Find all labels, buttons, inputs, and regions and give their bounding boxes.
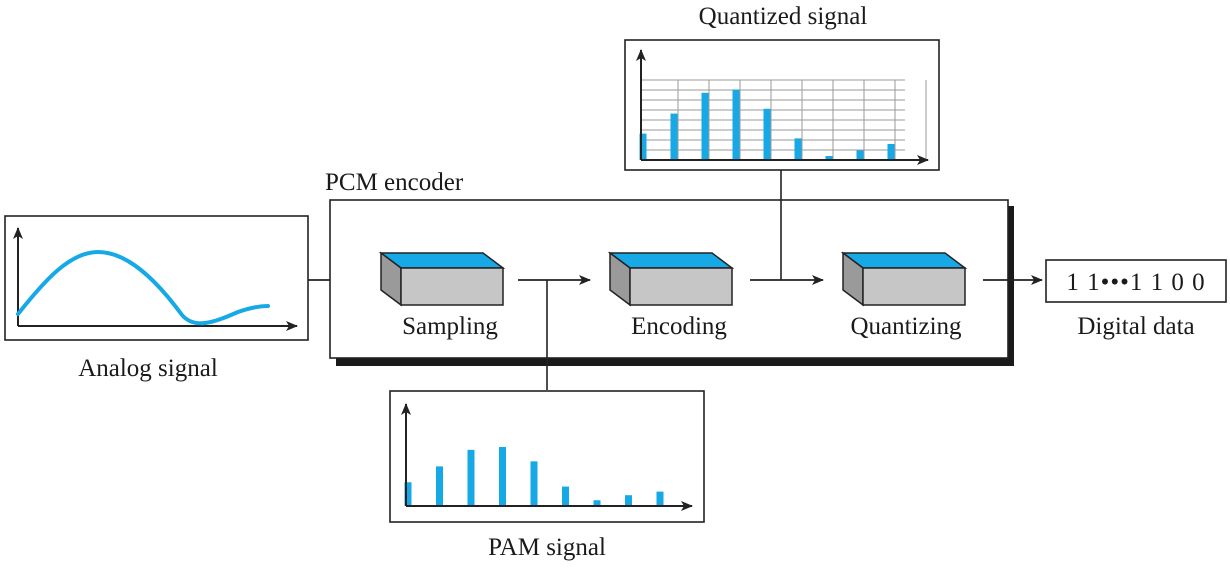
analog-waveform [16, 249, 270, 326]
quantized-bar-3 [701, 92, 709, 160]
encoding-label: Encoding [631, 313, 727, 340]
pam-signal-panel [389, 390, 705, 523]
pcm-encoder-title: PCM encoder [325, 169, 464, 196]
quantized-bar-2 [670, 113, 678, 160]
pam-bar-4 [499, 446, 506, 506]
analog-signal-caption: Analog signal [78, 355, 218, 382]
encoding-block [607, 251, 735, 307]
pam-bar-1 [404, 482, 412, 506]
quantized-bar-6 [794, 138, 802, 160]
quantized-bar-1 [639, 133, 647, 160]
quantized-bar-7 [825, 156, 833, 160]
pam-bar-7 [593, 500, 601, 506]
pam-bar-3 [467, 449, 475, 506]
digital-data-bits: 1 1•••1 1 0 0 [1066, 269, 1205, 296]
pam-signal-caption: PAM signal [488, 534, 606, 561]
pam-bars [404, 446, 664, 506]
pam-bar-9 [656, 491, 664, 506]
sampling-label: Sampling [402, 313, 498, 340]
quantizing-block [840, 251, 968, 307]
analog-signal-panel [4, 215, 309, 341]
digital-data-box [1045, 259, 1227, 303]
quantized-bars [639, 89, 895, 160]
quantized-signal-panel [624, 39, 940, 171]
quantized-bar-8 [856, 150, 864, 160]
pam-bar-8 [625, 495, 632, 506]
pam-bar-2 [436, 466, 443, 506]
quantized-bar-9 [887, 144, 895, 160]
quantized-bar-4 [732, 89, 740, 160]
sampling-block [378, 251, 506, 307]
quantized-signal-caption: Quantized signal [699, 3, 868, 30]
pam-bar-5 [530, 461, 538, 506]
digital-data-caption: Digital data [1077, 313, 1194, 340]
quantizing-label: Quantizing [850, 313, 962, 340]
quantized-bar-5 [763, 108, 771, 160]
pam-bar-6 [562, 486, 569, 506]
